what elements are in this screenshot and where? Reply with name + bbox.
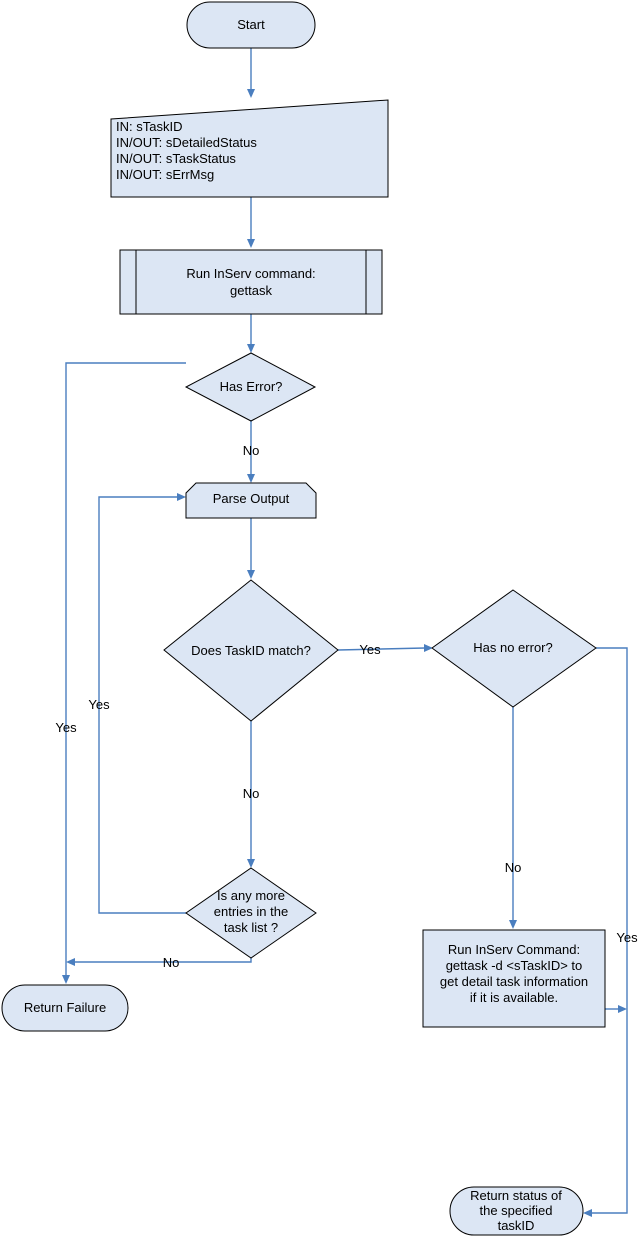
start-node: Start [186,1,316,49]
edge-no-error-yes [591,647,628,1214]
run-gettask-line: gettask [230,283,272,298]
more-entries-line: entries in the [214,904,288,919]
inputs-line: IN/OUT: sDetailedStatus [116,135,257,150]
run-detail-line: if it is available. [470,990,558,1005]
parse-output-label: Parse Output [213,491,290,506]
edge-label-no-error-yes: Yes [616,930,638,945]
arrowhead [247,344,255,353]
run-detail-line: Run InServ Command: [448,942,580,957]
has-error-decision: Has Error? [184,352,317,422]
run-gettask-line: Run InServ command: [186,266,315,281]
inputs-line: IN/OUT: sTaskStatus [116,151,236,166]
edge-label-has-error-no: No [243,443,260,458]
edge-more-yes [98,496,186,914]
return-failure-label: Return Failure [24,1000,106,1015]
edge-label-has-error-yes: Yes [55,720,77,735]
run-gettask-node: Run InServ command: gettask [119,249,383,315]
edge-label-more-no: No [163,955,180,970]
has-no-error-label: Has no error? [473,640,552,655]
run-detail-line: get detail task information [440,974,588,989]
return-status-line: Return status of [470,1188,562,1203]
run-detail-node: Run InServ Command: gettask -d <sTaskID>… [422,929,606,1028]
edge-labels: No Yes Yes No Yes No No Yes [55,443,638,970]
more-entries-line: task list ? [224,920,278,935]
edge-label-match-yes: Yes [359,642,381,657]
edge-label-match-no: No [243,786,260,801]
edge-has-error-yes [65,362,186,976]
arrowhead [247,239,255,248]
start-label: Start [237,17,265,32]
inputs-line: IN: sTaskID [116,119,182,134]
return-failure-node: Return Failure [1,984,129,1032]
arrowhead [247,859,255,868]
return-status-node: Return status of the specified taskID [449,1186,584,1236]
arrowhead [509,920,517,929]
return-status-line: taskID [498,1218,535,1233]
inputs-line: IN/OUT: sErrMsg [116,167,214,182]
arrowhead [66,958,75,966]
edge-label-no-error-no: No [505,860,522,875]
arrowhead [62,975,70,984]
edges [62,48,628,1217]
arrowhead [247,474,255,483]
taskid-match-label: Does TaskID match? [191,643,311,658]
return-status-line: the specified [480,1203,553,1218]
inputs-node: IN: sTaskID IN/OUT: sDetailedStatus IN/O… [110,99,389,198]
edge-match-yes [337,647,426,651]
more-entries-decision: Is any more entries in the task list ? [185,867,317,959]
arrowhead [618,1005,627,1013]
arrowhead [247,89,255,98]
edge-more-no [74,958,252,963]
taskid-match-decision: Does TaskID match? [163,579,339,722]
has-error-label: Has Error? [220,379,283,394]
arrowhead [583,1209,592,1217]
parse-output-node: Parse Output [185,482,317,519]
run-detail-line: gettask -d <sTaskID> to [446,958,583,973]
arrowhead [247,570,255,579]
has-no-error-decision: Has no error? [431,589,597,708]
arrowhead [424,644,433,652]
edge-label-more-yes: Yes [88,697,110,712]
arrowhead [177,493,186,501]
more-entries-line: Is any more [217,888,285,903]
